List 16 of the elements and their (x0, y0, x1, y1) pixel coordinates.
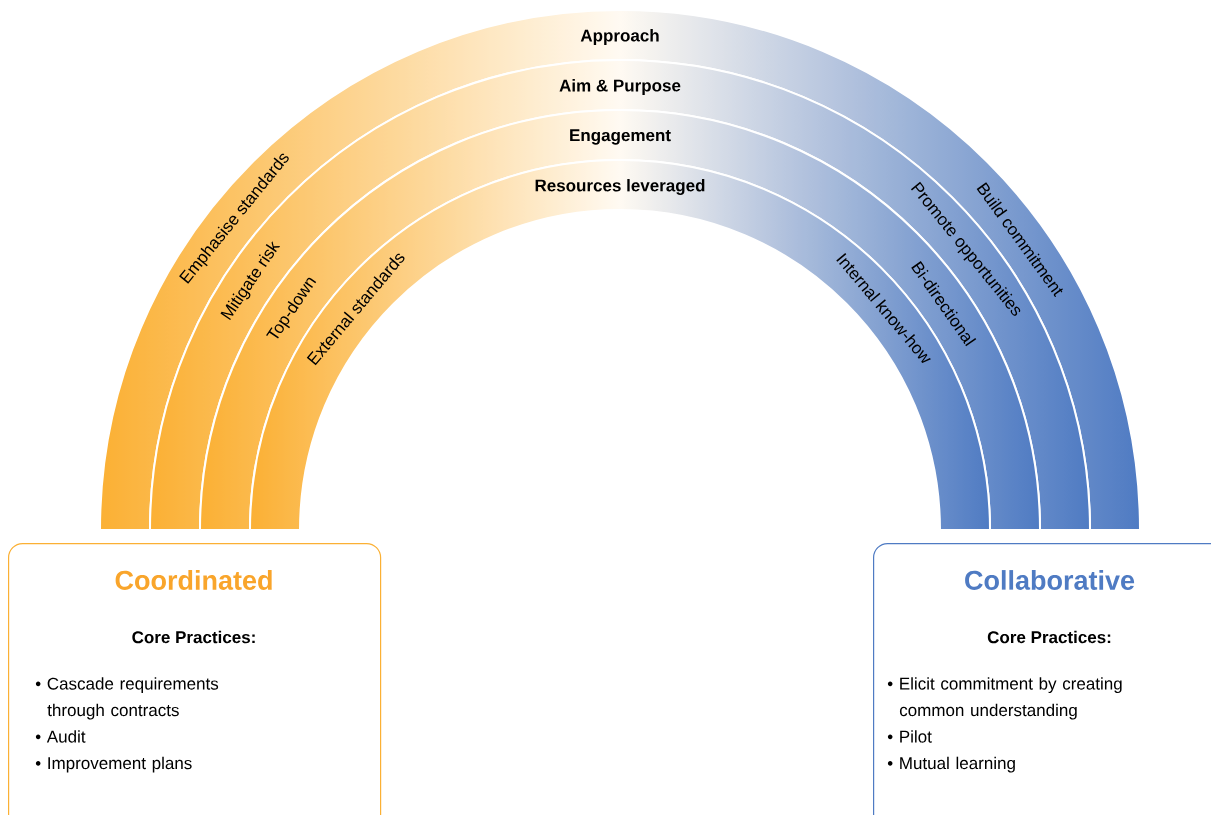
band-heading: Aim & Purpose (559, 79, 681, 95)
bullet-item: • Cascade requirements through contracts (35, 677, 219, 720)
bullet-item: • Audit (35, 730, 86, 743)
bullet-item: • Elicit commitment by creating common understanding (887, 677, 1122, 720)
card-title: Coordinated (115, 570, 272, 590)
band-heading: Resources leveraged (535, 179, 705, 195)
card-subheading: Core Practices: (987, 630, 1111, 644)
card-title: Collaborative (965, 570, 1135, 590)
practice-card (8, 543, 382, 815)
bullet-item: • Improvement plans (35, 756, 192, 773)
card-subheading: Core Practices: (132, 630, 255, 644)
bullet-item: • Pilot (887, 730, 932, 743)
band-heading: Engagement (570, 129, 671, 145)
practice-card (873, 543, 1211, 815)
bullet-item: • Mutual learning (887, 756, 1015, 773)
band-heading: Approach (580, 29, 659, 45)
